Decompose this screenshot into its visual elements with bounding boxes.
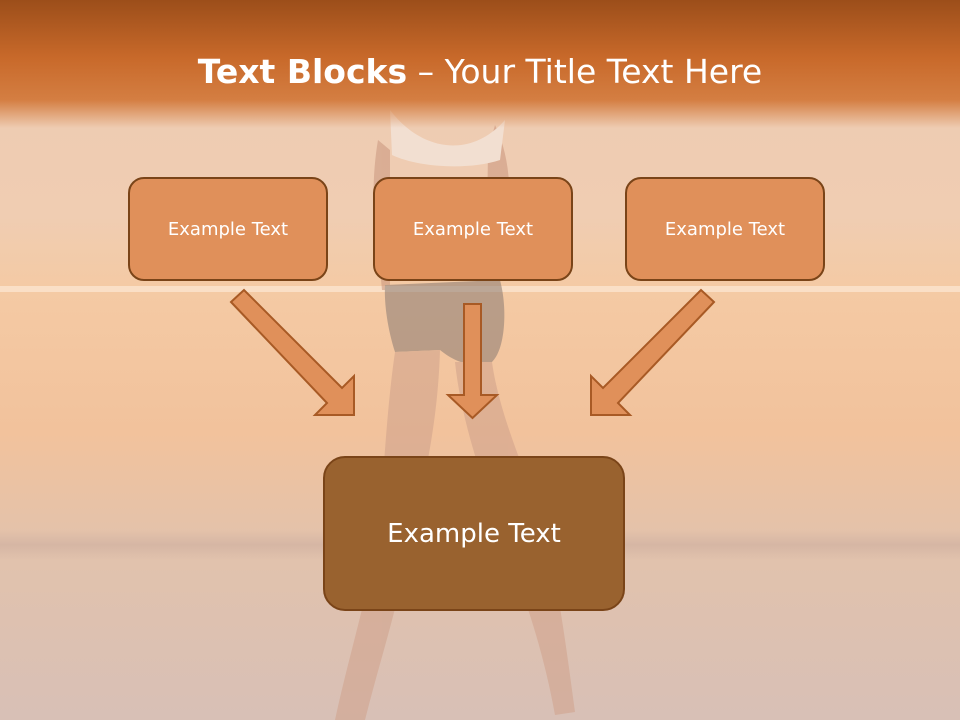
arrow-center-down	[445, 303, 500, 420]
text-block-center[interactable]: Example Text	[373, 177, 573, 281]
text-block-result-label: Example Text	[387, 518, 561, 549]
slide-title: Text Blocks – Your Title Text Here	[0, 52, 960, 91]
title-bar	[0, 0, 960, 128]
text-block-left-label: Example Text	[167, 218, 289, 240]
text-block-result[interactable]: Example Text	[323, 456, 625, 611]
title-rest: – Your Title Text Here	[407, 52, 763, 91]
arrow-right-diagonal	[590, 288, 716, 416]
text-block-center-label: Example Text	[412, 218, 534, 240]
text-block-right-label: Example Text	[664, 218, 786, 240]
title-bold: Text Blocks	[197, 52, 408, 91]
arrow-left-diagonal	[229, 288, 355, 416]
text-block-left[interactable]: Example Text	[128, 177, 328, 281]
text-block-right[interactable]: Example Text	[625, 177, 825, 281]
